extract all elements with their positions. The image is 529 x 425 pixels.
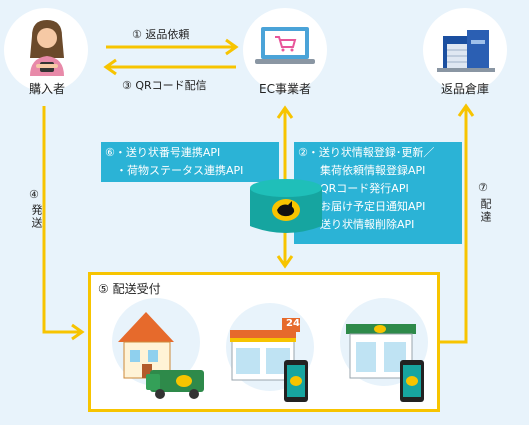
api-item: ・お届け予定日通知API: [298, 200, 426, 213]
step-7-number: ⑦: [478, 181, 488, 194]
api-item: ・送り状情報削除API: [298, 218, 415, 231]
step-4-number: ④: [29, 188, 39, 201]
step-4-label: 発送: [30, 204, 43, 230]
step-1-label: ① 返品依頼: [132, 28, 190, 41]
arrow-ship: [42, 106, 82, 334]
buyer-person-icon: [30, 20, 64, 76]
warehouse-building-icon: [437, 30, 495, 72]
api-item: 集荷依頼情報登録API: [298, 164, 426, 177]
store-number: 24: [286, 318, 300, 329]
ec-label: EC事業者: [259, 82, 311, 96]
house-truck-icon: [118, 312, 204, 399]
step-7-label: 配達: [479, 198, 492, 224]
database-icon: [250, 179, 322, 233]
convenience-store-icon: [230, 318, 308, 402]
warehouse-label: 返品倉庫: [440, 82, 489, 96]
arrow-deliver: [440, 106, 468, 344]
api-box-status: ⑥・送り状番号連携API ・荷物ステータス連携API: [101, 142, 279, 182]
api-item: ・QRコード発行API: [298, 182, 409, 195]
delivery-center-icon: [346, 324, 424, 402]
laptop-cart-icon: [255, 27, 315, 64]
step-3-label: ③ QRコード配信: [122, 79, 207, 92]
api-item: ・荷物ステータス連携API: [105, 164, 244, 177]
buyer-label: 購入者: [28, 82, 65, 96]
api-item: ②・送り状情報登録･更新／: [298, 146, 435, 159]
delivery-title: ⑤ 配送受付: [98, 282, 161, 296]
api-item: ⑥・送り状番号連携API: [105, 146, 221, 159]
